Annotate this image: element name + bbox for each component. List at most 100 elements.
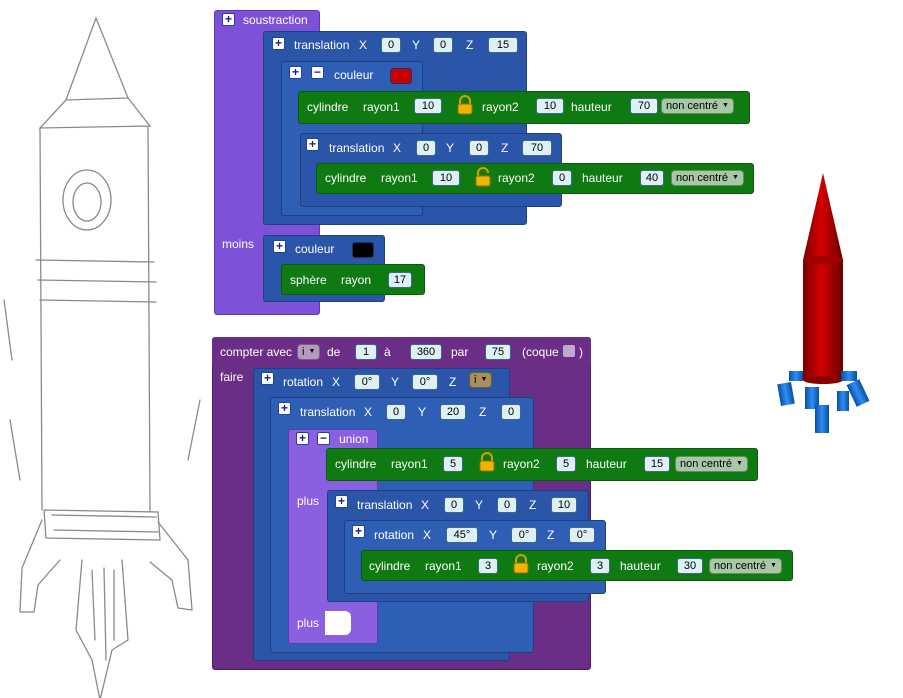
expand-plus-icon[interactable]: +: [273, 240, 286, 253]
centering-dropdown[interactable]: non centré▼: [671, 170, 744, 186]
translation-label: translation: [357, 498, 413, 512]
close-paren-label: ): [579, 345, 583, 359]
y-label: Y: [475, 498, 484, 512]
loop-variable-value: i: [302, 346, 305, 358]
rocket-sketch: [3, 16, 201, 698]
centering-dropdown[interactable]: non centré▼: [709, 558, 782, 574]
y-value-field[interactable]: 0: [497, 497, 517, 513]
hauteur-field[interactable]: 30: [677, 558, 703, 574]
dropdown-arrow-icon: ▼: [308, 348, 316, 356]
z-value-field[interactable]: 70: [522, 140, 552, 156]
x-angle-field[interactable]: 0°: [354, 374, 380, 390]
loop-variable-dropdown[interactable]: i▼: [297, 344, 321, 360]
expand-plus-icon[interactable]: +: [278, 402, 291, 415]
hauteur-label: hauteur: [571, 100, 612, 114]
expand-plus-icon[interactable]: +: [296, 432, 309, 445]
rayon2-field[interactable]: 10: [536, 98, 564, 114]
y-label: Y: [391, 375, 400, 389]
hauteur-field[interactable]: 40: [640, 170, 664, 186]
z-label: Z: [547, 528, 555, 542]
x-label: X: [421, 498, 430, 512]
hauteur-label: hauteur: [582, 171, 623, 185]
centering-dropdown[interactable]: non centré▼: [661, 98, 734, 114]
y-value-field[interactable]: 0: [433, 37, 453, 53]
collapse-minus-icon[interactable]: −: [311, 66, 324, 79]
x-value-field[interactable]: 0: [386, 404, 406, 420]
coque-checkbox[interactable]: [563, 345, 575, 357]
rayon2-field[interactable]: 5: [556, 456, 576, 472]
cylindre-block-4[interactable]: [361, 550, 793, 581]
coque-label: (coque: [522, 345, 559, 359]
z-variable-dropdown[interactable]: i▼: [469, 372, 493, 388]
rotation-label: rotation: [283, 375, 324, 389]
lock-icon[interactable]: [512, 554, 530, 574]
y-value-field[interactable]: 0: [469, 140, 489, 156]
rayon2-label: rayon2: [503, 457, 540, 471]
y-angle-field[interactable]: 0°: [511, 527, 537, 543]
y-angle-field[interactable]: 0°: [412, 374, 438, 390]
x-value-field[interactable]: 0: [444, 497, 464, 513]
rayon-label: rayon: [341, 273, 372, 287]
expand-plus-icon[interactable]: +: [261, 372, 274, 385]
faire-label: faire: [220, 370, 244, 384]
expand-plus-icon[interactable]: +: [222, 13, 235, 26]
x-angle-field[interactable]: 45°: [446, 527, 478, 543]
y-value-field[interactable]: 20: [440, 404, 466, 420]
hauteur-label: hauteur: [620, 559, 661, 573]
dropdown-arrow-icon: ▼: [480, 376, 488, 384]
z-value-field[interactable]: 15: [488, 37, 518, 53]
lock-icon[interactable]: [478, 452, 496, 472]
x-value-field[interactable]: 0: [416, 140, 436, 156]
y-label: Y: [412, 38, 421, 52]
rayon-field[interactable]: 17: [388, 272, 412, 288]
rayon1-field[interactable]: 10: [432, 170, 460, 186]
rayon2-label: rayon2: [482, 100, 519, 114]
from-field[interactable]: 1: [355, 344, 377, 360]
rayon1-label: rayon1: [381, 171, 418, 185]
x-label: X: [359, 38, 368, 52]
z-label: Z: [529, 498, 537, 512]
union-label: union: [339, 432, 369, 446]
rayon1-label: rayon1: [363, 100, 400, 114]
z-angle-field[interactable]: 0°: [569, 527, 595, 543]
to-field[interactable]: 360: [410, 344, 442, 360]
expand-plus-icon[interactable]: +: [306, 138, 319, 151]
color-swatch-red[interactable]: [390, 68, 412, 84]
step-field[interactable]: 75: [485, 344, 511, 360]
cylindre-label: cylindre: [307, 100, 349, 114]
expand-plus-icon[interactable]: +: [272, 37, 285, 50]
collapse-minus-icon[interactable]: −: [317, 432, 330, 445]
rotation-label: rotation: [374, 528, 415, 542]
rayon2-field[interactable]: 3: [590, 558, 610, 574]
rayon1-field[interactable]: 3: [478, 558, 498, 574]
centering-dropdown[interactable]: non centré▼: [675, 456, 748, 472]
expand-plus-icon[interactable]: +: [335, 495, 348, 508]
empty-input-slot[interactable]: [325, 611, 351, 635]
de-label: de: [327, 345, 341, 359]
hauteur-field[interactable]: 70: [630, 98, 658, 114]
dropdown-arrow-icon: ▼: [721, 102, 729, 110]
z-label: Z: [479, 405, 487, 419]
x-value-field[interactable]: 0: [381, 37, 401, 53]
expand-plus-icon[interactable]: +: [289, 66, 302, 79]
color-swatch-black[interactable]: [352, 242, 374, 258]
unlock-icon[interactable]: [474, 167, 492, 187]
moins-label: moins: [222, 237, 255, 251]
expand-plus-icon[interactable]: +: [352, 525, 365, 538]
z-value-field[interactable]: 0: [501, 404, 521, 420]
translation-label: translation: [300, 405, 356, 419]
rayon2-field[interactable]: 0: [552, 170, 572, 186]
rayon1-label: rayon1: [425, 559, 462, 573]
z-label: Z: [466, 38, 474, 52]
sphere-label: sphère: [290, 273, 327, 287]
hauteur-field[interactable]: 15: [644, 456, 670, 472]
rayon1-label: rayon1: [391, 457, 428, 471]
lock-icon[interactable]: [456, 95, 474, 115]
y-label: Y: [418, 405, 427, 419]
y-label: Y: [446, 141, 455, 155]
centering-value: non centré: [666, 100, 718, 112]
z-value-field[interactable]: 10: [551, 497, 577, 513]
rayon1-field[interactable]: 5: [443, 456, 463, 472]
compter-header: [212, 337, 591, 367]
rayon1-field[interactable]: 10: [414, 98, 442, 114]
